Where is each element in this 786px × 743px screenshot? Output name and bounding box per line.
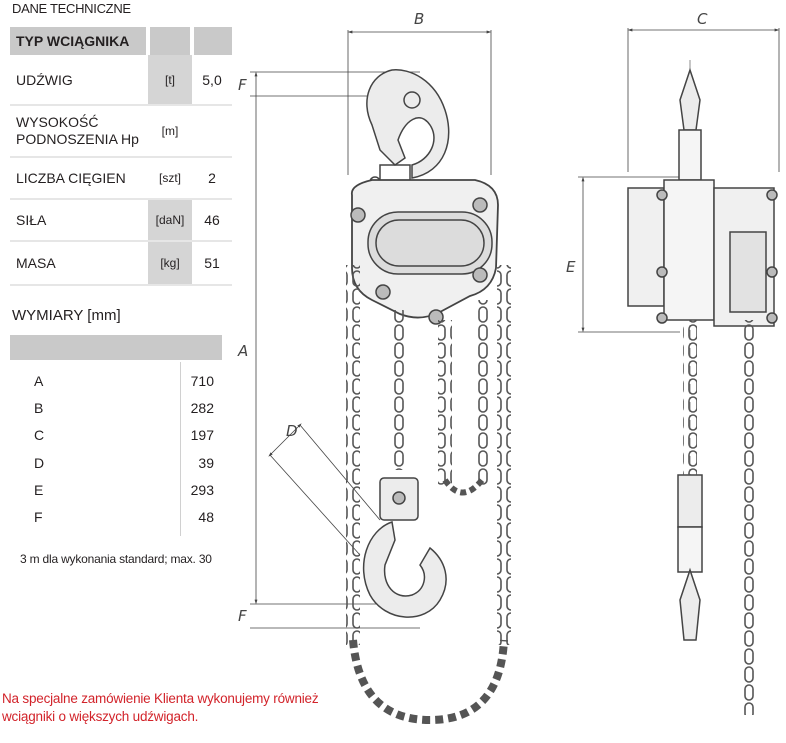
dimension-label-a: A bbox=[237, 342, 248, 360]
dimension-value: 710 bbox=[190, 373, 214, 389]
standard-note: 3 m dla wykonania standard; max. 30 bbox=[20, 552, 212, 566]
spec-header-label: TYP WCIĄGNIKA bbox=[10, 27, 148, 55]
spec-label: SIŁA bbox=[10, 199, 148, 242]
spec-value: 2 bbox=[192, 157, 232, 200]
dimension-label-e: E bbox=[566, 258, 576, 276]
spec-value: 5,0 bbox=[192, 55, 232, 106]
spec-label: WYSOKOŚĆ PODNOSZENIA Hp bbox=[10, 105, 148, 158]
dimension-label-c: C bbox=[697, 10, 708, 28]
dimension-label-f-bottom: F bbox=[238, 607, 247, 625]
spec-row: UDŹWIG [t] 5,0 bbox=[10, 55, 232, 106]
dimensions-header-bar bbox=[10, 335, 222, 360]
spec-unit: [szt] bbox=[148, 157, 192, 200]
spec-row: MASA [kg] 51 bbox=[10, 241, 232, 286]
chain bbox=[346, 265, 511, 725]
spec-row: WYSOKOŚĆ PODNOSZENIA Hp [m] bbox=[10, 105, 232, 158]
dimension-key: E bbox=[34, 482, 44, 498]
spec-header-cell-unit bbox=[146, 27, 192, 55]
dimensions-title: WYMIARY [mm] bbox=[12, 307, 121, 324]
dimension-key: C bbox=[34, 427, 45, 443]
dimension-key: D bbox=[34, 455, 45, 471]
spec-unit: [daN] bbox=[148, 199, 192, 242]
spec-label: LICZBA CIĘGIEN bbox=[10, 157, 148, 200]
dimension-key: F bbox=[34, 509, 43, 525]
dimension-key: B bbox=[34, 400, 44, 416]
spec-row: LICZBA CIĘGIEN [szt] 2 bbox=[10, 157, 232, 200]
footer-note: Na specjalne zamówienie Klienta wykonuje… bbox=[2, 691, 319, 724]
dimension-value: 282 bbox=[190, 400, 214, 416]
dimension-value: 39 bbox=[198, 455, 214, 471]
spec-unit: [kg] bbox=[148, 241, 192, 286]
dimension-value: 48 bbox=[198, 509, 214, 525]
spec-row: SIŁA [daN] 46 bbox=[10, 199, 232, 242]
spec-label: MASA bbox=[10, 241, 148, 286]
bottom-hook bbox=[362, 477, 447, 618]
dimension-label-f-top: F bbox=[238, 76, 247, 94]
spec-value: 51 bbox=[192, 241, 232, 286]
hoist-front-view bbox=[250, 30, 499, 629]
dimensions-divider bbox=[180, 362, 181, 536]
spec-value bbox=[192, 105, 232, 158]
dimension-value: 293 bbox=[190, 482, 214, 498]
section-title: DANE TECHNICZNE bbox=[12, 1, 131, 16]
spec-table: TYP WCIĄGNIKA UDŹWIG [t] 5,0 WYSOKOŚĆ PO… bbox=[10, 27, 232, 286]
spec-label: UDŹWIG bbox=[10, 55, 148, 106]
spec-unit: [m] bbox=[148, 105, 192, 158]
dimension-label-d: D bbox=[286, 422, 298, 440]
spec-unit: [t] bbox=[148, 55, 192, 106]
dimension-key: A bbox=[34, 373, 44, 389]
dimension-label-b: B bbox=[414, 10, 424, 28]
dimension-value: 197 bbox=[190, 427, 214, 443]
spec-value: 46 bbox=[192, 199, 232, 242]
side-chain bbox=[683, 320, 754, 715]
spec-header-cell-value bbox=[190, 27, 232, 55]
spec-header-row: TYP WCIĄGNIKA bbox=[10, 27, 232, 55]
hoist-side-view bbox=[578, 28, 780, 641]
